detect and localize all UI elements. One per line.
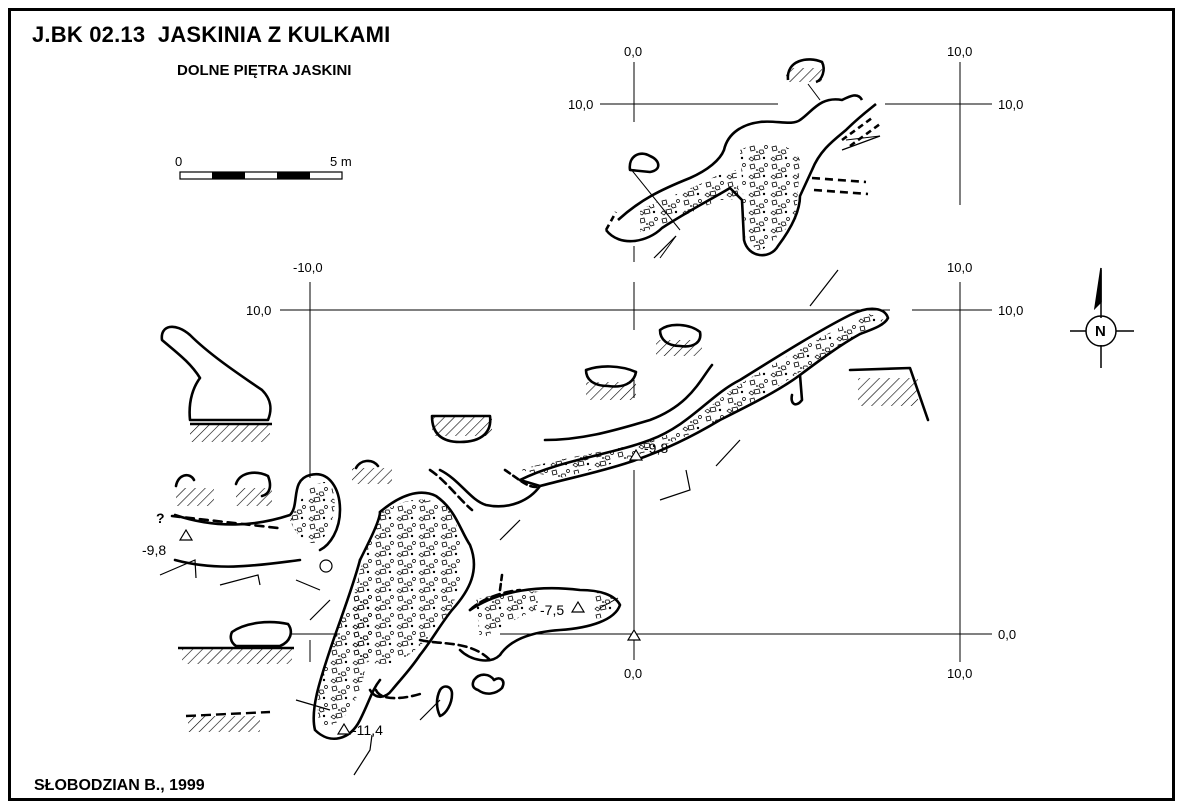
main-grid-right-top: 10,0 — [998, 303, 1024, 318]
main-grid-left-top: 10,0 — [246, 303, 272, 318]
unknown-continuation-mark: ? — [156, 510, 165, 526]
upper-cave-plan — [604, 58, 881, 259]
author-credit: SŁOBODZIAN B., 1999 — [34, 777, 205, 794]
wall-profiles — [176, 340, 918, 732]
map-subtitle: DOLNE PIĘTRA JASKINI — [177, 62, 352, 79]
map-frame — [8, 8, 1175, 801]
main-grid-right-bottom: 0,0 — [998, 627, 1017, 642]
scale-start-label: 0 — [175, 154, 183, 169]
map-title: J.BK 02.13 JASKINIA Z KULKAMI — [32, 22, 391, 47]
main-grid-bottom-mid: 0,0 — [624, 666, 643, 681]
north-arrow-icon — [1070, 267, 1134, 368]
upper-grid-left: 10,0 — [568, 97, 594, 112]
scale-end-label: 5 m — [330, 154, 352, 169]
upper-grid-right: 10,0 — [998, 97, 1024, 112]
main-grid-bottom-right: 10,0 — [947, 666, 973, 681]
main-cave-plan — [160, 307, 930, 740]
upper-grid-top-left: 0,0 — [624, 44, 643, 59]
north-label: N — [1095, 323, 1106, 340]
upper-grid-top-right: 10,0 — [947, 44, 973, 59]
main-grid-top-left: -10,0 — [293, 260, 323, 275]
scale-bar — [179, 171, 343, 180]
depth-label-west: -9,8 — [142, 542, 167, 558]
rubble-fill — [290, 314, 884, 726]
upper-cave-rubble — [640, 143, 800, 252]
depth-markers — [178, 448, 644, 735]
depth-label-south: -11,4 — [352, 722, 383, 738]
main-grid-top-right: 10,0 — [947, 260, 973, 275]
grid-lines — [280, 62, 992, 662]
depth-label-east: -7,5 — [540, 602, 565, 618]
depth-label-central: -9,8 — [644, 440, 669, 456]
section-arrows — [159, 135, 881, 776]
